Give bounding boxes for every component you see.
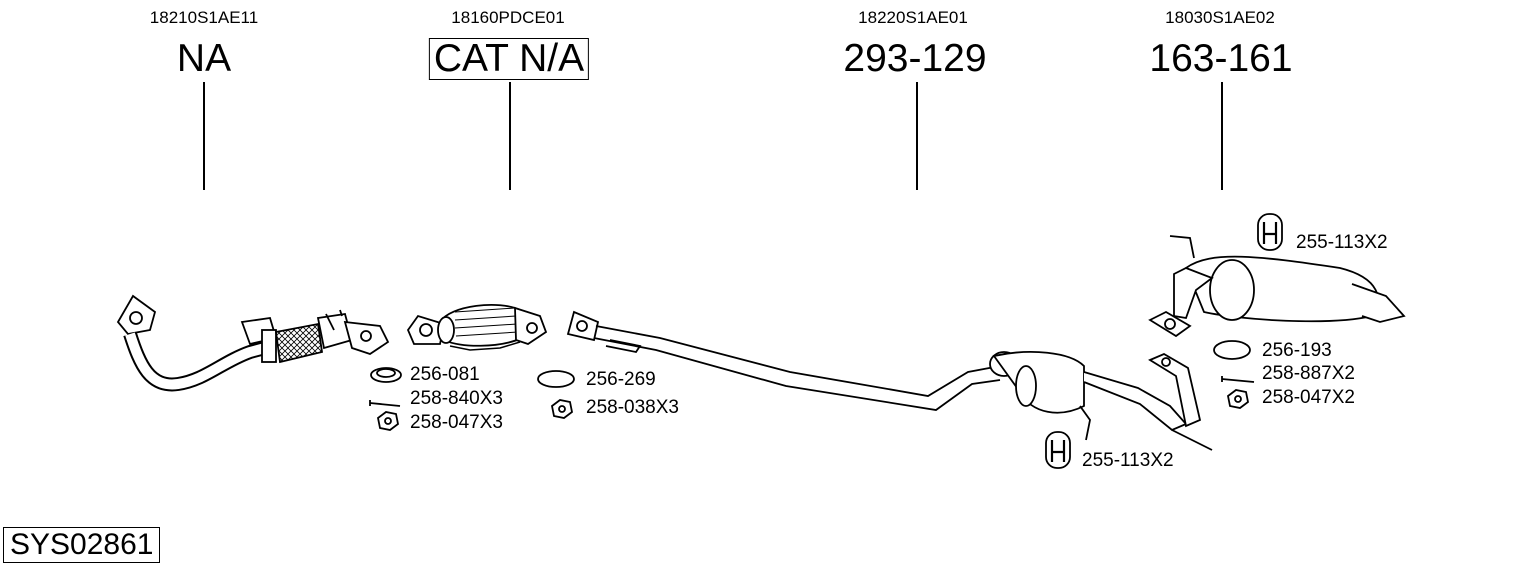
oem-number-rear-silencer: 18030S1AE02 [1165, 8, 1275, 27]
center-silencer [989, 351, 1213, 451]
system-code: SYS02861 [3, 527, 161, 563]
accessory-label-bolt: 258-840X3 [410, 388, 503, 409]
accessory-label-nut: 258-047X2 [1262, 387, 1355, 408]
accessory-label-hanger: 255-113X2 [1082, 450, 1174, 471]
accessory-label-gasket: 256-269 [586, 369, 656, 390]
rubber-hanger-icon [1045, 431, 1071, 469]
part-number-catalyst: CAT N/A [428, 38, 590, 80]
nut-icon [551, 399, 573, 419]
leader-line-catalyst [509, 82, 511, 190]
bolt-icon [369, 400, 401, 407]
oem-number-catalyst: 18160PDCE01 [451, 8, 565, 27]
rear-silencer [1148, 235, 1406, 338]
accessory-label-bolt: 258-887X2 [1262, 363, 1355, 384]
accessory-label-nut: 258-038X3 [586, 397, 679, 418]
oem-number-center-silencer: 18220S1AE01 [858, 8, 968, 27]
accessory-label-gasket: 256-081 [410, 364, 480, 385]
gasket-ring-icon [1213, 340, 1251, 360]
center-pipe [566, 310, 1001, 411]
leader-line-rear-silencer [1221, 82, 1223, 190]
front-pipe [116, 294, 390, 392]
part-number-rear-silencer: 163-161 [1149, 37, 1293, 80]
gasket-icon [370, 367, 402, 383]
accessory-label-gasket: 256-193 [1262, 340, 1332, 361]
accessory-label-nut: 258-047X3 [410, 412, 503, 433]
leader-line-center-silencer [916, 82, 918, 190]
nut-icon [377, 411, 399, 431]
part-number-center-silencer: 293-129 [843, 37, 987, 80]
oem-number-front-pipe: 18210S1AE11 [149, 8, 259, 27]
bolt-icon [1221, 376, 1255, 383]
accessory-label-hanger: 255-113X2 [1296, 232, 1388, 253]
gasket-ring-icon [537, 370, 575, 388]
rubber-hanger-icon [1257, 213, 1283, 251]
nut-icon [1227, 389, 1249, 409]
catalytic-converter [406, 304, 548, 351]
part-number-front-pipe: NA [176, 37, 232, 80]
leader-line-front-pipe [203, 82, 205, 190]
